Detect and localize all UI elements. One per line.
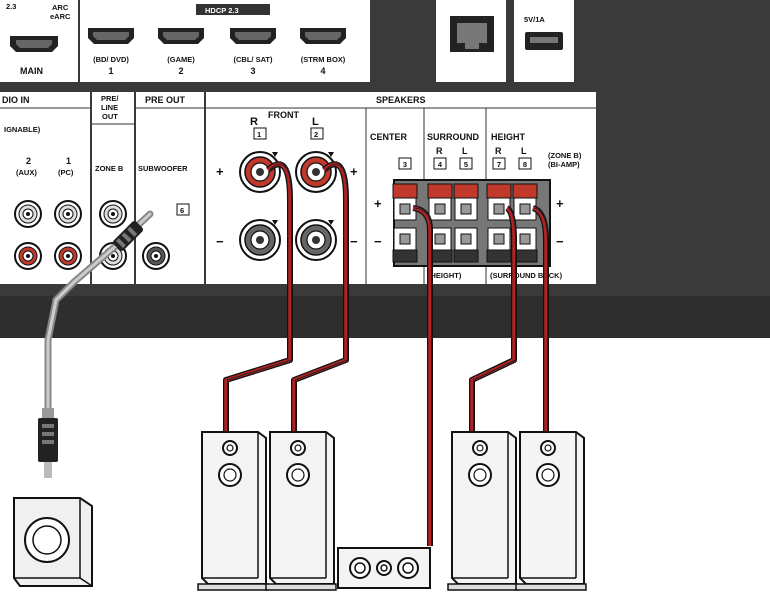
hdmi-input-3: (CBL/ SAT) 3 <box>230 28 276 76</box>
svg-text:1: 1 <box>66 156 71 166</box>
svg-text:L: L <box>462 146 468 156</box>
svg-text:FRONT: FRONT <box>268 110 299 120</box>
channel-number: 7 <box>497 160 501 169</box>
svg-text:HDCP 2.3: HDCP 2.3 <box>205 6 239 15</box>
svg-text:2: 2 <box>26 156 31 166</box>
svg-text:IGNABLE): IGNABLE) <box>4 125 41 134</box>
tower-speaker-icon <box>515 431 587 591</box>
usb-port: 5V/1A <box>514 0 574 82</box>
hdmi-input-name: (STRM BOX) <box>301 55 346 64</box>
svg-text:+: + <box>374 196 382 211</box>
svg-text:ZONE B: ZONE B <box>95 164 124 173</box>
svg-text:PRE OUT: PRE OUT <box>145 95 186 105</box>
svg-text:R: R <box>436 146 443 156</box>
tower-speaker-icon <box>447 431 519 591</box>
binding-post-icon <box>295 219 337 261</box>
svg-text:MAIN: MAIN <box>20 66 43 76</box>
binding-post-icon <box>239 151 281 193</box>
svg-text:2: 2 <box>314 130 318 139</box>
channel-number: 3 <box>403 160 407 169</box>
svg-text:−: − <box>556 234 564 249</box>
hdmi-input-num: 3 <box>250 66 255 76</box>
svg-text:eARC: eARC <box>50 12 71 21</box>
hdmi-inputs: HDCP 2.3 (BD/ DVD) 1 (GAME) 2 (CBL/ SAT) 3 (ST… <box>80 0 370 82</box>
hdmi-input-2: (GAME) 2 <box>158 28 204 76</box>
channel-number: 8 <box>523 160 527 169</box>
tower-speaker-icon <box>197 431 269 591</box>
svg-text:5V/1A: 5V/1A <box>524 15 545 24</box>
svg-text:L: L <box>312 116 319 128</box>
speakers-section: SPEAKERS R FRONT L 1 2 + + − − CENTER SU… <box>206 92 596 284</box>
svg-text:+: + <box>216 164 224 179</box>
svg-text:PRE/: PRE/ <box>101 94 119 103</box>
binding-post-icon <box>295 151 337 193</box>
svg-text:(SURROUND BACK): (SURROUND BACK) <box>490 271 563 280</box>
channel-number: 4 <box>438 160 443 169</box>
lan-port <box>436 0 506 82</box>
svg-text:SPEAKERS: SPEAKERS <box>376 95 426 105</box>
hdmi-out-main: 2.3 ARC eARC MAIN <box>0 0 78 82</box>
rca-jack-icon <box>14 200 42 228</box>
svg-text:+: + <box>350 164 358 179</box>
svg-text:DIO IN: DIO IN <box>2 95 30 105</box>
center-speaker-icon <box>337 547 431 589</box>
svg-text:HEIGHT: HEIGHT <box>491 132 526 142</box>
svg-text:ARC: ARC <box>52 3 69 12</box>
svg-text:(HEIGHT): (HEIGHT) <box>428 271 462 280</box>
rca-jack-icon <box>142 242 170 270</box>
hdmi-input-num: 4 <box>320 66 325 76</box>
svg-text:(AUX): (AUX) <box>16 168 37 177</box>
pre-out-section: PRE OUT SUBWOOFER 6 <box>136 92 204 284</box>
svg-text:2.3: 2.3 <box>6 2 16 11</box>
svg-text:L: L <box>521 146 527 156</box>
svg-text:SUBWOOFER: SUBWOOFER <box>138 164 188 173</box>
svg-text:(BI-AMP): (BI-AMP) <box>548 160 580 169</box>
svg-text:1: 1 <box>257 130 261 139</box>
svg-text:R: R <box>250 116 258 128</box>
svg-text:(PC): (PC) <box>58 168 74 177</box>
hdmi-input-name: (GAME) <box>167 55 195 64</box>
pre-line-out-section: PRE/ LINE OUT ZONE B <box>92 92 134 284</box>
channel-number: 5 <box>464 160 468 169</box>
svg-text:6: 6 <box>180 206 184 215</box>
svg-text:−: − <box>350 234 358 249</box>
svg-text:CENTER: CENTER <box>370 132 408 142</box>
hdmi-input-name: (CBL/ SAT) <box>233 55 273 64</box>
rca-jack-icon <box>54 242 82 270</box>
svg-text:−: − <box>216 234 224 249</box>
hdmi-input-num: 2 <box>178 66 183 76</box>
svg-text:−: − <box>374 234 382 249</box>
svg-text:(ZONE B): (ZONE B) <box>548 151 582 160</box>
hdmi-input-name: (BD/ DVD) <box>93 55 129 64</box>
rca-jack-icon <box>99 200 127 228</box>
svg-text:OUT: OUT <box>102 112 118 121</box>
svg-text:R: R <box>495 146 502 156</box>
svg-text:LINE: LINE <box>101 103 118 112</box>
hdmi-input-1: (BD/ DVD) 1 <box>88 28 134 76</box>
subwoofer-cable <box>38 210 154 478</box>
speaker-wires <box>223 161 549 546</box>
hdmi-input-num: 1 <box>108 66 113 76</box>
rca-jack-icon <box>14 242 42 270</box>
rca-jack-icon <box>54 200 82 228</box>
svg-text:SURROUND: SURROUND <box>427 132 480 142</box>
hdmi-input-4: (STRM BOX) 4 <box>300 28 346 76</box>
tower-speaker-icon <box>265 431 337 591</box>
subwoofer-icon <box>13 497 93 587</box>
binding-post-icon <box>239 219 281 261</box>
svg-text:+: + <box>556 196 564 211</box>
audio-in-section: DIO IN IGNABLE) 2 (AUX) 1 (PC) <box>0 92 90 284</box>
